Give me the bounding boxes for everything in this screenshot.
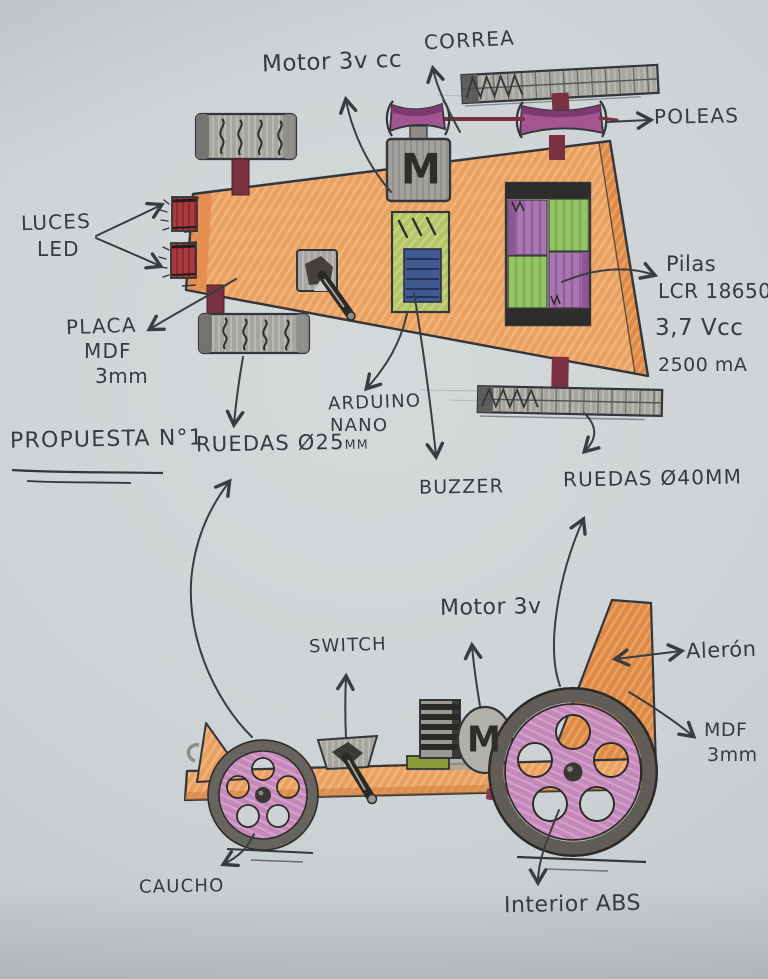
label-caucho: Caucho xyxy=(138,875,225,898)
tread-squiggles xyxy=(219,118,283,156)
label-pilas-line3: 3,7 Vcc xyxy=(655,315,744,341)
led-lights xyxy=(158,196,198,279)
switch-side-view xyxy=(316,734,379,805)
arrow-interior xyxy=(528,809,560,887)
label-motor-3vcc: Motor 3v cc xyxy=(261,46,403,78)
wheel-rear-right-top xyxy=(476,356,664,421)
led-bottom xyxy=(170,242,197,279)
axle-front-right-lower xyxy=(549,135,565,160)
label-luces-line1: Luces xyxy=(20,208,92,236)
battery-cell xyxy=(548,198,590,252)
battery-cell xyxy=(507,255,548,309)
arrow-pilas xyxy=(561,262,659,283)
axle-front-right-upper xyxy=(551,92,570,112)
label-placa-line1: Placa xyxy=(65,312,138,340)
label-aleron: Alerón xyxy=(685,636,757,664)
label-placa-line3: 3mm xyxy=(95,364,149,388)
buzzer-stripes xyxy=(406,258,439,298)
wheel-hub xyxy=(255,787,271,803)
arrow-ruedas40 xyxy=(581,412,601,455)
tread-ticks xyxy=(492,66,650,101)
buzzer-component xyxy=(403,248,442,303)
label-switch: Switch xyxy=(308,633,388,658)
tread-ticks xyxy=(499,387,655,415)
arrow-mdf xyxy=(628,691,697,739)
arrow-motor-top xyxy=(339,95,392,193)
axle-rear-right xyxy=(551,356,569,388)
tow-hook xyxy=(186,743,200,763)
wheel-rim xyxy=(490,689,656,855)
arrow-caucho xyxy=(220,833,255,868)
battery-pack xyxy=(504,181,592,327)
label-interior-abs: Interior ABS xyxy=(503,890,642,919)
tread-zigzag xyxy=(481,386,539,410)
wheel-hub xyxy=(563,762,583,782)
side-view xyxy=(183,598,658,872)
led-top xyxy=(171,196,198,232)
tread-zigzag xyxy=(465,72,524,100)
label-luces-line2: LED xyxy=(37,237,80,261)
arrow-luces-top xyxy=(95,201,165,237)
axle-front-left xyxy=(231,158,250,196)
arrow-ruedas25-sideview xyxy=(189,478,253,738)
arduino-board xyxy=(390,210,451,314)
motor-body xyxy=(385,137,452,203)
label-pilas-line1: Pilas xyxy=(666,252,717,276)
wheel-rear-side xyxy=(488,687,658,872)
label-arduino-line1: Arduino xyxy=(327,390,422,415)
arrow-ruedas25 xyxy=(225,356,245,429)
label-mdf-line1: MDF xyxy=(704,719,748,741)
arrow-poleas xyxy=(605,111,655,130)
label-placa-line2: MDF xyxy=(84,339,132,363)
axle-rear-left xyxy=(206,284,225,317)
arrow-switch xyxy=(336,672,355,739)
tread-squiggles xyxy=(222,317,290,351)
switch-top-view xyxy=(296,249,356,321)
arrow-aleron xyxy=(611,643,686,667)
label-motor-3v: Motor 3v xyxy=(439,594,542,621)
label-poleas: Poleas xyxy=(653,103,740,129)
heading-underline xyxy=(11,468,164,484)
wheel-rim xyxy=(208,740,318,850)
arrow-placa xyxy=(146,278,237,332)
label-pilas-line2: LCR 18650 xyxy=(658,279,768,303)
gearbox-bars xyxy=(421,700,460,758)
label-buzzer: Buzzer xyxy=(418,475,505,499)
arrow-correa xyxy=(426,64,461,133)
annotation-arrows xyxy=(95,64,697,887)
label-correa: Correa xyxy=(423,25,516,55)
arrow-luces-bottom xyxy=(95,237,164,270)
ground-line xyxy=(226,848,314,854)
label-ruedas-25-unit: mm xyxy=(344,436,369,452)
board-pins xyxy=(397,216,437,239)
arrow-ruedas40-sideview xyxy=(553,516,587,687)
arrow-buzzer xyxy=(413,292,445,461)
top-view xyxy=(158,63,664,421)
wheel-front-side xyxy=(207,739,319,863)
wheel-holes xyxy=(517,714,629,822)
motor-letter-side: M xyxy=(467,719,501,761)
ground-line xyxy=(516,855,647,864)
heading-propuesta: Propuesta N°1 xyxy=(9,425,205,454)
motor-top-view xyxy=(385,99,452,203)
arrow-motor-side xyxy=(463,641,483,707)
label-mdf-line2: 3mm xyxy=(707,744,758,766)
label-ruedas-25-main: Ruedas ø25 xyxy=(195,429,345,457)
label-arduino-line2: Nano xyxy=(330,415,389,436)
wheel-front-left-top xyxy=(194,112,298,196)
label-ruedas-40: Ruedas ø40mm xyxy=(562,464,743,492)
belt-end xyxy=(598,116,619,122)
wheel-holes xyxy=(226,757,300,828)
label-pilas-line4: 2500 mA xyxy=(658,354,748,376)
motor-letter-top: M xyxy=(401,145,441,195)
wheel-rear-left-top xyxy=(197,284,311,355)
arrow-arduino xyxy=(364,313,408,392)
